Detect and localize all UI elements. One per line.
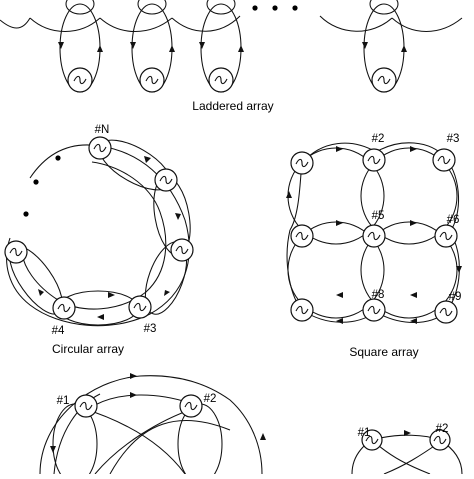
square-caption: Square array bbox=[349, 345, 418, 359]
square-array: #2 #3 #5 #6 #8 #9 Square array bbox=[286, 133, 462, 359]
arrow-icon bbox=[286, 191, 292, 198]
label-circular-n: #N bbox=[95, 124, 110, 136]
arrow-icon bbox=[130, 42, 136, 49]
ac-source-icon bbox=[88, 136, 112, 160]
ac-source-icon bbox=[429, 429, 451, 451]
label-square-8: #8 bbox=[372, 289, 385, 301]
label-circular-4: #4 bbox=[52, 325, 65, 337]
arrow-icon bbox=[336, 292, 343, 298]
ac-source-icon bbox=[154, 168, 178, 192]
ac-source-icon bbox=[362, 298, 386, 322]
arrow-icon bbox=[238, 45, 244, 52]
arrow-icon bbox=[404, 430, 411, 436]
laddered-array: Laddered array bbox=[0, 0, 463, 113]
bottom-outer-arc bbox=[39, 375, 263, 475]
arrow-icon bbox=[50, 446, 56, 453]
bottom-outer-arc bbox=[109, 419, 231, 475]
arrow-icon bbox=[164, 290, 170, 296]
circular-array: #N #4 #3 Circular array bbox=[4, 124, 194, 356]
label-square-3: #3 bbox=[447, 133, 460, 145]
bottom-right-arc bbox=[351, 434, 463, 475]
arrow-icon bbox=[38, 289, 44, 296]
ac-source-icon bbox=[290, 151, 314, 175]
bottom-inner-arc bbox=[94, 394, 191, 406]
ac-source-icon bbox=[290, 298, 314, 322]
laddered-top-loop bbox=[137, 0, 167, 15]
ac-source-icon bbox=[179, 394, 203, 418]
square-loop bbox=[360, 147, 458, 245]
ellipsis-dot bbox=[292, 5, 298, 11]
ac-source-icon bbox=[170, 238, 194, 262]
circular-inner-ring bbox=[21, 161, 167, 310]
arrow-icon bbox=[401, 45, 407, 52]
laddered-top-arc bbox=[319, 15, 393, 32]
ac-source-icon bbox=[52, 296, 76, 320]
bottom-right-arc bbox=[383, 441, 441, 475]
arrow-icon bbox=[456, 266, 462, 273]
arrow-icon bbox=[260, 433, 266, 440]
arrow-icon bbox=[130, 392, 137, 398]
label-circular-3: #3 bbox=[144, 323, 157, 335]
laddered-caption: Laddered array bbox=[192, 99, 273, 113]
label-square-2: #2 bbox=[372, 133, 385, 145]
ac-source-icon bbox=[128, 295, 152, 319]
arrow-icon bbox=[175, 213, 181, 220]
ac-source-icon bbox=[434, 300, 458, 324]
ellipsis-dot bbox=[33, 179, 39, 185]
laddered-top-loop bbox=[369, 0, 399, 15]
laddered-top-arc bbox=[391, 17, 463, 33]
ac-source-icon bbox=[362, 224, 386, 248]
ellipsis-dot bbox=[272, 5, 278, 11]
arrow-icon bbox=[144, 156, 151, 163]
arrow-icon bbox=[130, 373, 137, 379]
label-square-5: #5 bbox=[372, 210, 385, 222]
label-bottom-left-1: #1 bbox=[57, 395, 70, 407]
arrow-icon bbox=[410, 318, 417, 324]
arrow-icon bbox=[336, 146, 343, 152]
ellipsis-dot bbox=[23, 211, 29, 217]
ac-source-icon bbox=[67, 67, 93, 93]
ac-source-icon bbox=[290, 224, 314, 248]
laddered-top-arc bbox=[0, 17, 31, 29]
arrow-icon bbox=[410, 146, 417, 152]
ellipsis-dot bbox=[252, 5, 258, 11]
ac-source-icon bbox=[432, 148, 456, 172]
arrow-icon bbox=[199, 42, 205, 49]
laddered-top-arc bbox=[29, 17, 101, 33]
arrow-icon bbox=[362, 42, 368, 49]
arrow-icon bbox=[336, 220, 343, 226]
arrow-icon bbox=[97, 314, 104, 320]
arrow-icon bbox=[97, 45, 103, 52]
arrow-icon bbox=[410, 292, 417, 298]
square-loop bbox=[360, 221, 458, 319]
arrow-icon bbox=[410, 220, 417, 226]
ellipsis-dot bbox=[55, 155, 61, 161]
arrow-icon bbox=[336, 318, 343, 324]
arrow-icon bbox=[169, 45, 175, 52]
bottom-left-array: #1 #2 bbox=[39, 373, 266, 479]
arrow-icon bbox=[108, 292, 115, 298]
bottom-right-array: #1 #2 bbox=[351, 423, 463, 475]
arrow-icon bbox=[58, 42, 64, 49]
ac-source-icon bbox=[208, 67, 234, 93]
ac-source-icon bbox=[139, 67, 165, 93]
circular-caption: Circular array bbox=[52, 342, 124, 356]
ac-source-icon bbox=[361, 429, 383, 451]
laddered-top-loop bbox=[65, 0, 95, 15]
ac-source-icon bbox=[74, 394, 98, 418]
laddered-top-arc bbox=[171, 15, 241, 32]
laddered-top-loop bbox=[206, 0, 236, 15]
ac-source-icon bbox=[362, 148, 386, 172]
laddered-top-arc bbox=[99, 17, 173, 33]
label-square-6: #6 bbox=[447, 214, 460, 226]
label-bottom-left-2: #2 bbox=[204, 393, 217, 405]
label-bottom-right-2: #2 bbox=[436, 423, 449, 435]
ac-source-icon bbox=[434, 224, 458, 248]
ac-source-icon bbox=[4, 240, 28, 264]
label-square-9: #9 bbox=[449, 291, 462, 303]
ac-source-icon bbox=[371, 67, 397, 93]
label-bottom-right-1: #1 bbox=[358, 427, 371, 439]
